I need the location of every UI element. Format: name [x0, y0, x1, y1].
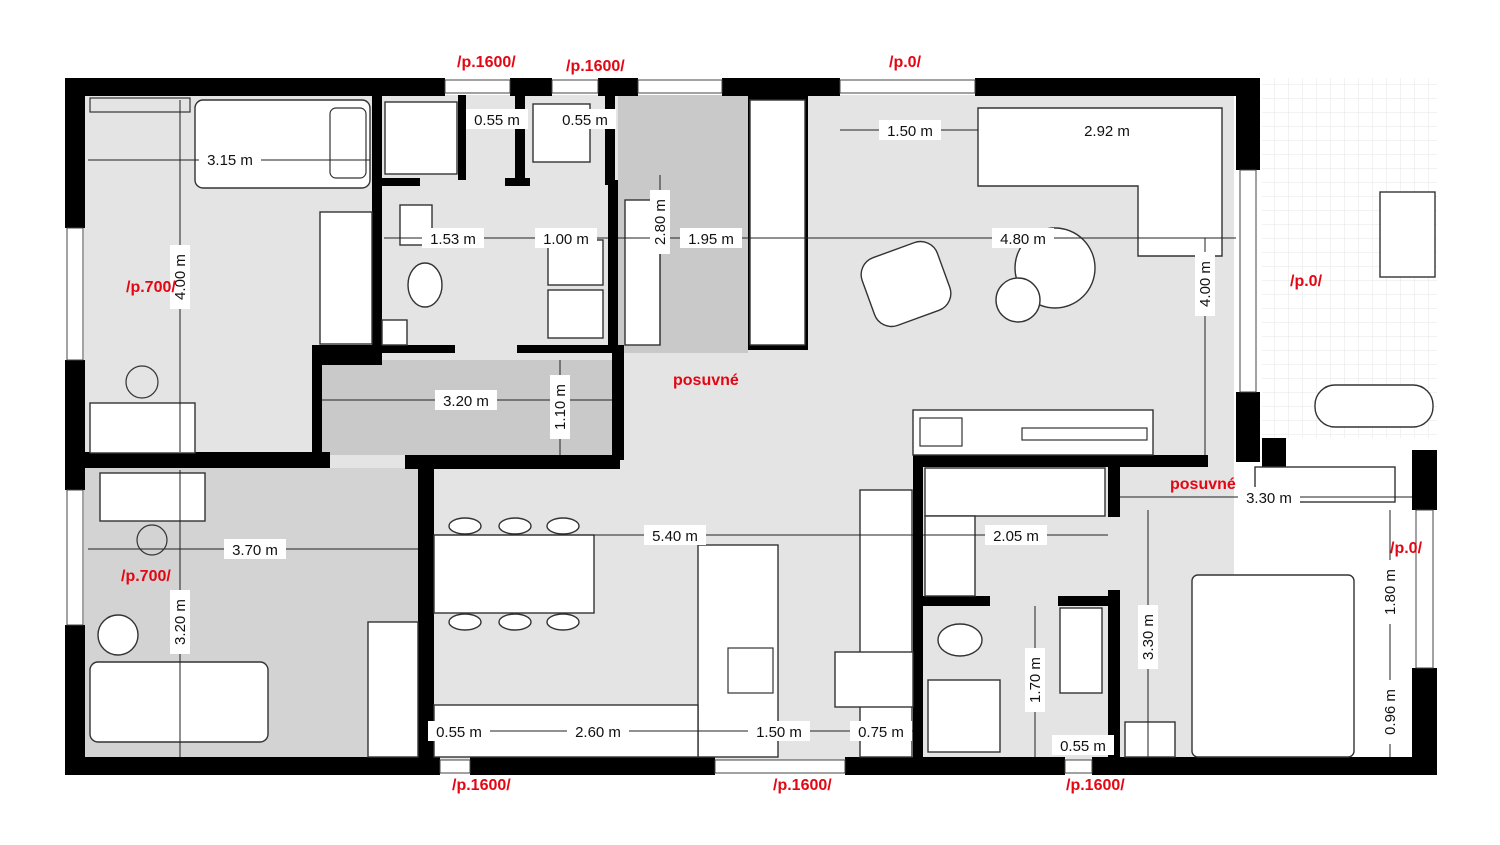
- single-bed-2: [89, 661, 269, 743]
- toilet-1: [407, 262, 443, 308]
- wardrobe-1: [319, 211, 373, 345]
- dimension-labels: [170, 109, 1400, 755]
- window-label-bottom-3: /p.1600/: [1066, 777, 1125, 794]
- dim-island-gap: 1.50 m: [756, 724, 802, 741]
- window-label-left-2: /p.700/: [121, 568, 171, 585]
- dim-kitchen-side: 0.55 m: [436, 724, 482, 741]
- double-bed: [1191, 574, 1355, 758]
- desk-1: [89, 402, 196, 454]
- dim-wc-top-width: 0.55 m: [474, 112, 520, 129]
- dim-utility-width: 1.00 m: [543, 231, 589, 248]
- window-label-left-1: /p.700/: [126, 279, 176, 296]
- dim-bed2-depth: 3.20 m: [172, 599, 189, 645]
- window-label-right-2: /p.0/: [1390, 540, 1423, 557]
- window-label-top-1: /p.1600/: [457, 54, 516, 71]
- dim-wc2-bottom: 0.55 m: [1060, 738, 1106, 755]
- armchair: [860, 240, 952, 328]
- dim-sofa-length: 2.92 m: [1084, 123, 1130, 140]
- dim-hall-depth: 1.10 m: [552, 384, 569, 430]
- tv-unit: [912, 409, 1154, 456]
- dim-closet-depth: 2.80 m: [652, 199, 669, 245]
- dim-sofa-gap: 1.50 m: [887, 123, 933, 140]
- dim-bed1-width: 3.15 m: [207, 152, 253, 169]
- dim-wc2-depth: 1.70 m: [1027, 657, 1044, 703]
- window-label-right-1: /p.0/: [1290, 273, 1323, 290]
- dim-laundry-top-width: 0.55 m: [562, 112, 608, 129]
- dim-kitchen-run: 2.60 m: [575, 724, 621, 741]
- walls: [65, 78, 1437, 775]
- dim-dining-width: 5.40 m: [652, 528, 698, 545]
- toilet-2: [937, 623, 983, 657]
- dim-master-door: 1.80 m: [1382, 569, 1399, 615]
- furniture: [89, 97, 1436, 758]
- window-label-top-3: /p.0/: [889, 54, 922, 71]
- dim-bath-width: 1.53 m: [430, 231, 476, 248]
- single-bed-1: [194, 99, 371, 189]
- dim-living-width: 4.80 m: [1000, 231, 1046, 248]
- dim-master-corner: 0.96 m: [1382, 689, 1399, 735]
- dim-living-depth: 4.00 m: [1197, 261, 1214, 307]
- dim-master-depth: 3.30 m: [1140, 614, 1157, 660]
- window-label-top-2: /p.1600/: [566, 58, 625, 75]
- dim-bed2-width: 3.70 m: [232, 542, 278, 559]
- dim-pantry-width: 2.05 m: [993, 528, 1039, 545]
- fridge: [859, 489, 913, 758]
- dim-fridge-width: 0.75 m: [858, 724, 904, 741]
- sliding-door-label-1: posuvné: [673, 372, 739, 389]
- wardrobe-entry: [749, 99, 806, 346]
- sliding-door-label-2: posuvné: [1170, 476, 1236, 493]
- dim-bed1-depth: 4.00 m: [172, 254, 189, 300]
- dining-table: [433, 534, 595, 614]
- window-label-bottom-1: /p.1600/: [452, 777, 511, 794]
- shower-2: [927, 679, 1001, 753]
- dim-entry-width: 1.95 m: [688, 231, 734, 248]
- dim-master-width: 3.30 m: [1246, 490, 1292, 507]
- shower: [384, 101, 458, 175]
- windows: [66, 79, 1434, 774]
- window-label-bottom-2: /p.1600/: [773, 777, 832, 794]
- sofa: [977, 107, 1223, 257]
- dim-hall-width: 3.20 m: [443, 393, 489, 410]
